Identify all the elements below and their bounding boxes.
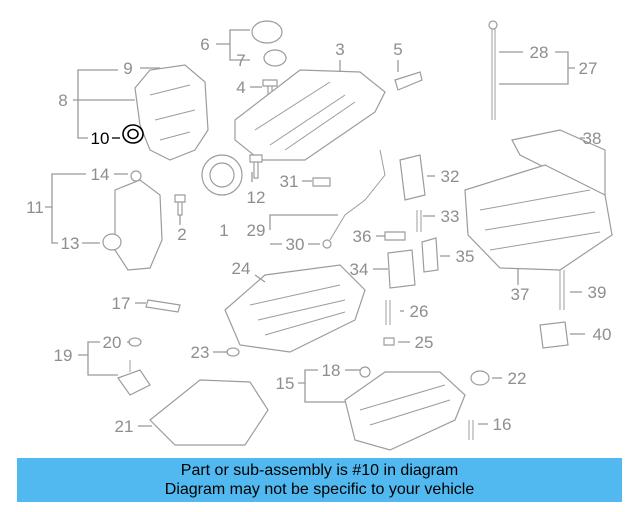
callout-1: 1 — [219, 221, 228, 240]
callout-4: 4 — [236, 78, 245, 97]
callout-2: 2 — [177, 225, 186, 244]
front-cover-lower — [149, 379, 269, 446]
callout-8: 8 — [58, 91, 67, 110]
callout-6: 6 — [200, 35, 209, 54]
callout-23: 23 — [191, 343, 210, 362]
callout-29: 29 — [247, 221, 266, 240]
callout-11: 11 — [26, 198, 44, 217]
callout-31: 31 — [280, 172, 299, 191]
callout-17: 17 — [112, 294, 131, 313]
callout-numbers: 1 2 3 4 5 6 7 8 9 10 11 12 13 14 15 16 1… — [26, 35, 611, 436]
oil-pan — [344, 371, 466, 451]
callout-12: 12 — [247, 188, 266, 207]
callout-34: 34 — [350, 260, 369, 279]
banner-line-1: Part or sub-assembly is #10 in diagram — [180, 462, 459, 479]
callout-22: 22 — [508, 369, 527, 388]
callout-7: 7 — [236, 51, 245, 70]
oil-filter — [399, 154, 426, 201]
callout-9: 9 — [123, 59, 132, 78]
valve-cover — [234, 69, 386, 161]
parts-diagram: 1 2 3 4 5 6 7 8 9 10 11 12 13 14 15 16 1… — [26, 20, 613, 451]
callout-18: 18 — [322, 361, 341, 380]
callout-20: 20 — [103, 333, 122, 352]
callout-38: 38 — [583, 129, 602, 148]
callout-14: 14 — [91, 165, 110, 184]
callout-26: 26 — [410, 302, 429, 321]
callout-36: 36 — [353, 227, 372, 246]
timing-cover-upper — [134, 64, 209, 161]
callout-16: 16 — [493, 415, 512, 434]
callout-25: 25 — [415, 333, 434, 352]
callout-5: 5 — [393, 40, 402, 59]
oil-filler-cap — [251, 20, 283, 44]
callout-28: 28 — [530, 43, 549, 62]
info-banner: Part or sub-assembly is #10 in diagram D… — [17, 458, 622, 502]
leader-lines — [45, 29, 585, 427]
upper-oil-pan — [224, 264, 366, 353]
callout-13: 13 — [61, 234, 80, 253]
callout-10: 10 — [91, 129, 110, 148]
callout-19: 19 — [54, 346, 73, 365]
callout-15: 15 — [276, 374, 295, 393]
callout-32: 32 — [441, 167, 460, 186]
callout-24: 24 — [232, 259, 251, 278]
callout-39: 39 — [588, 283, 607, 302]
callout-40: 40 — [593, 325, 612, 344]
dipstick-tube — [329, 149, 386, 241]
callout-27: 27 — [579, 59, 598, 78]
callout-3: 3 — [335, 40, 344, 59]
callout-30: 30 — [286, 235, 305, 254]
banner-line-2: Diagram may not be specific to your vehi… — [164, 481, 475, 498]
callout-21: 21 — [115, 417, 134, 436]
callout-35: 35 — [456, 247, 475, 266]
intake-manifold — [464, 164, 613, 271]
callout-37: 37 — [511, 285, 530, 304]
callout-33: 33 — [441, 207, 460, 226]
timing-cover-lower — [114, 179, 163, 271]
